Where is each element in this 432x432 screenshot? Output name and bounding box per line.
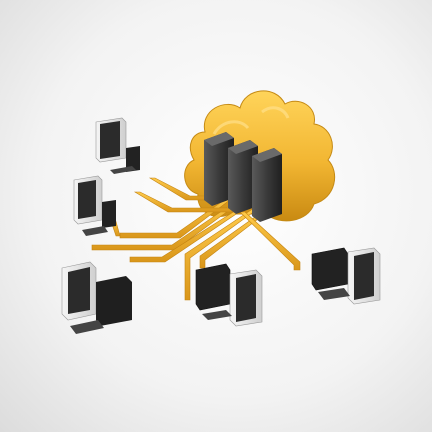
desktop-computer-icon	[195, 263, 263, 327]
server-rack	[204, 132, 282, 222]
server-icon	[252, 148, 282, 222]
desktop-computer-icon	[61, 261, 132, 334]
desktop-computer-icon	[311, 247, 381, 305]
server-icon	[204, 132, 234, 206]
desktop-computer-icon	[95, 117, 140, 174]
desktop-computer-icon	[73, 175, 116, 236]
server-icon	[228, 140, 258, 214]
